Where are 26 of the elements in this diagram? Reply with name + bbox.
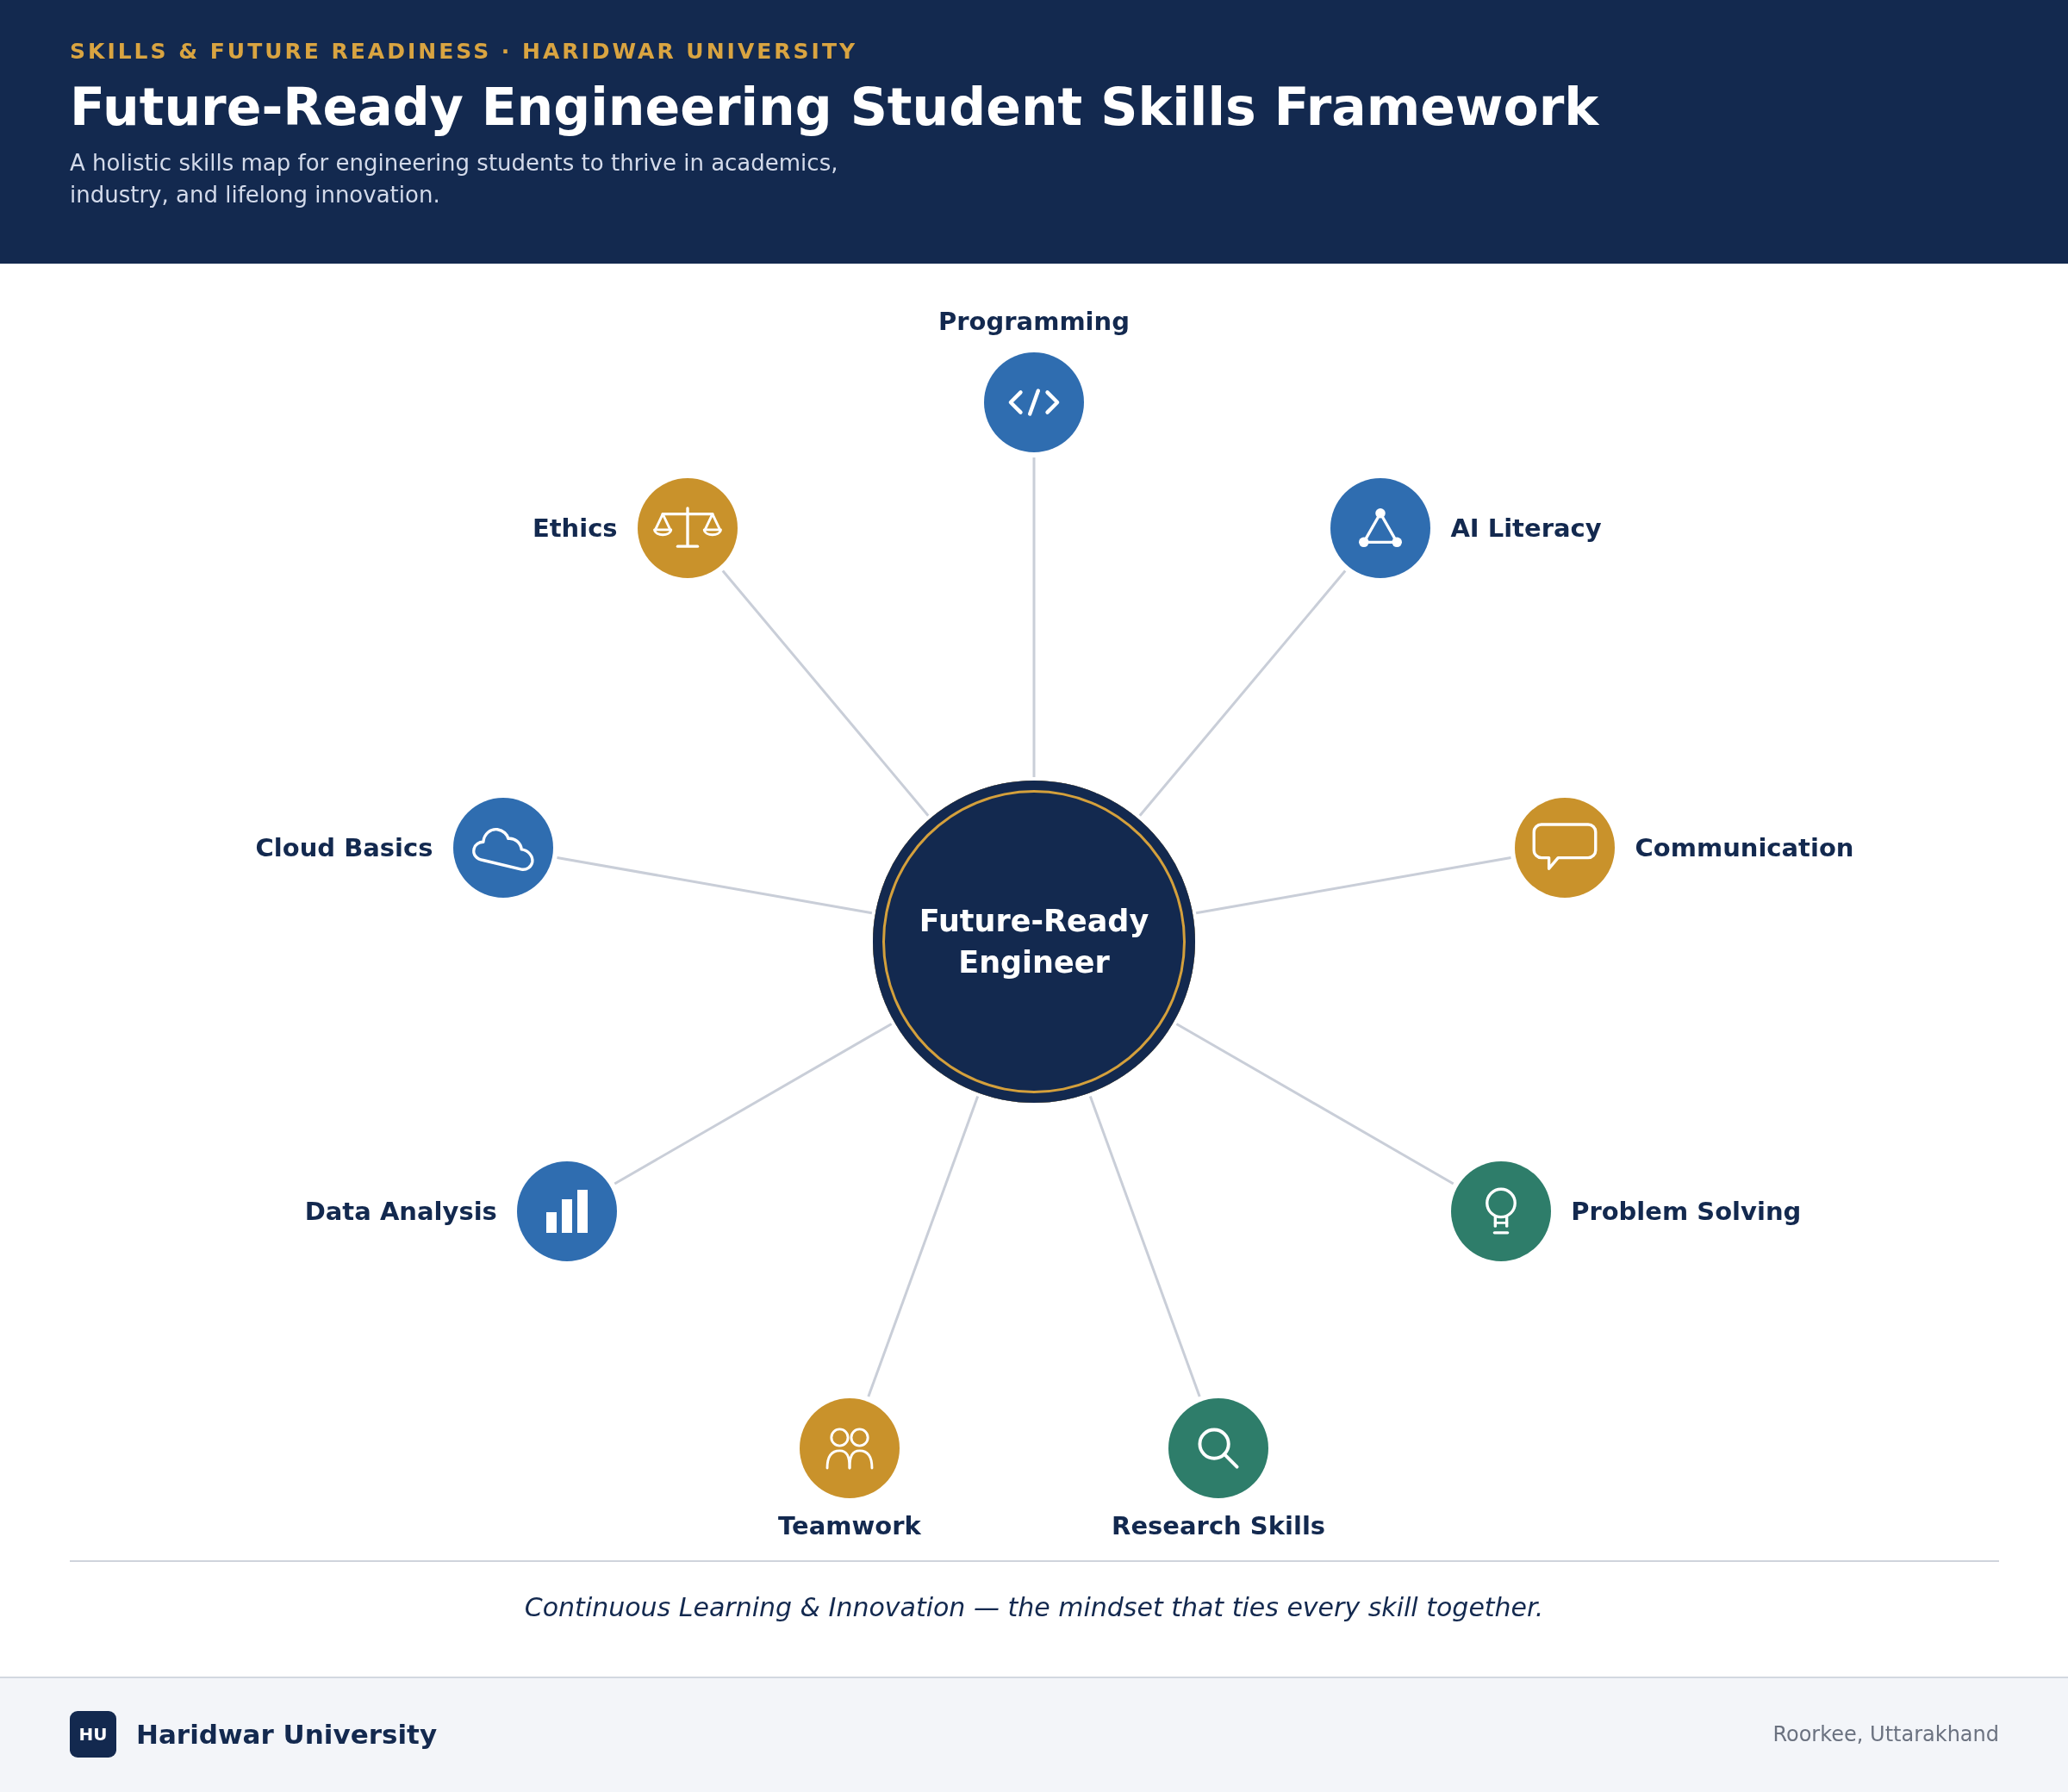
page-title: Future-Ready Engineering Student Skills Framework [70,76,1599,138]
skill-label: Problem Solving [1571,1196,1802,1227]
skill-label: Communication [1635,832,1854,864]
skill-label: Data Analysis [304,1196,497,1227]
spoke-line [614,1023,893,1185]
skill-label: Ethics [532,513,618,544]
hub-label: Future-Ready Engineer [918,903,1150,981]
skill-label: Programming [938,306,1130,337]
university-monogram: HU [70,1711,116,1758]
university-name: Haridwar University [136,1718,438,1751]
skill-label: AI Literacy [1450,513,1602,544]
subtitle-text: A holistic skills map for engineering students to thrive in academics, industry, and lifelong innovation. [70,149,839,209]
eyebrow-text: SKILLS & FUTURE READINESS · HARIDWAR UNIVERSITY [70,39,858,65]
spoke-line [1088,1096,1201,1397]
skill-label: Cloud Basics [255,832,433,864]
tagline-text: Continuous Learning & Innovation — the mindset that ties every skill together. [524,1591,1544,1624]
spoke-line [867,1096,980,1397]
spoke-line [557,856,873,915]
spoke-line [1032,457,1036,777]
skill-label: Teamwork [778,1510,921,1542]
spoke-line [1175,1023,1454,1185]
skill-label: Research Skills [1112,1510,1326,1542]
spoke-line [1138,569,1347,817]
location-text: Roorkee, Uttarakhand [1772,1721,1999,1747]
spoke-line [721,569,930,817]
spoke-line [1195,856,1511,915]
